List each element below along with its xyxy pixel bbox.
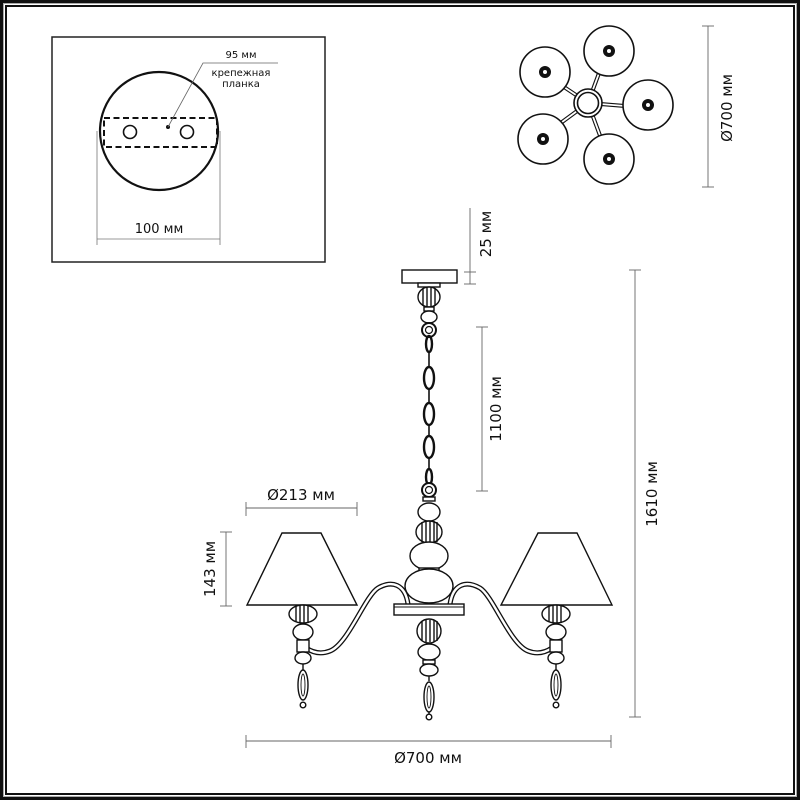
page-frame-gap [3, 3, 797, 797]
top-view-diameter-label: Ø700 мм [718, 74, 736, 142]
bracket-name-line1: крепежная [212, 68, 271, 79]
right-ribbed-cup [541, 604, 571, 624]
left-socket [296, 639, 310, 653]
body-bead-lower [417, 643, 441, 661]
bottom-ring-inner [424, 485, 434, 495]
top-view-dimension: Ø700 мм [702, 25, 736, 188]
right-bead [545, 623, 567, 641]
body-collar-top [422, 496, 436, 502]
canopy [401, 269, 458, 284]
screw-hole-left [122, 124, 138, 140]
page-frame-inner [5, 5, 795, 795]
right-finial [552, 701, 560, 709]
left-ribbed-cup [288, 604, 318, 624]
body-ribbed-bead-top [415, 520, 443, 544]
shade-height-label: 143 мм [201, 541, 219, 597]
overall-width-label: Ø700 мм [394, 749, 462, 767]
top-view-shade-1 [583, 25, 635, 77]
right-socket [549, 639, 563, 653]
top-view-shade-3 [622, 79, 674, 131]
mount-panel-border [51, 36, 326, 263]
base-diameter-label: 100 мм [135, 222, 184, 237]
mounting-bracket-dashed [103, 117, 218, 148]
top-view-shade-4 [517, 113, 569, 165]
shade-height-dim [220, 531, 232, 607]
top-view-hub-inner [576, 91, 600, 115]
mount-plate-panel: 95 мм крепежная планка 100 мм [51, 36, 326, 263]
chain-length-dim [476, 326, 488, 492]
body-bead-1 [417, 502, 441, 522]
bracket-name-line2: планка [222, 79, 260, 90]
body-large-bead-1 [409, 541, 449, 571]
arm-right [447, 581, 554, 656]
overall-width-dim [245, 735, 612, 748]
arm-left [304, 581, 411, 656]
arm-cup-plate [393, 603, 465, 616]
right-lampshade [499, 532, 614, 606]
bracket-size-label: 95 мм [226, 50, 257, 61]
right-bead-lower [547, 651, 565, 665]
canopy-height-dim [464, 208, 476, 285]
side-view [245, 269, 614, 721]
top-ring-inner [424, 325, 434, 335]
top-ribbed-bead [417, 286, 441, 308]
top-view-shade-5 [583, 133, 635, 185]
canopy-height-label: 25 мм [477, 211, 495, 258]
body-bead-small-lower [419, 663, 439, 677]
shade-diameter-label: Ø213 мм [267, 486, 335, 504]
left-finial [299, 701, 307, 709]
left-lamp [245, 532, 359, 709]
chain-length-label: 1100 мм [487, 376, 505, 442]
left-bead-lower [294, 651, 312, 665]
total-height-dim [629, 269, 641, 718]
body-ribbed-bead-bottom [416, 618, 442, 644]
body-finial [425, 713, 433, 721]
chain [422, 334, 436, 487]
left-lampshade [245, 532, 359, 606]
total-height-label: 1610 мм [643, 461, 661, 527]
top-view-shade-2 [519, 46, 571, 98]
screw-hole-right [179, 124, 195, 140]
shade-diameter-dim [245, 502, 358, 516]
body-large-bead-2 [404, 568, 454, 604]
top-view [517, 25, 674, 185]
side-view-dimensions [220, 208, 641, 748]
left-bead [292, 623, 314, 641]
bracket-leader-line [167, 62, 278, 128]
right-lamp [499, 532, 614, 709]
top-bead-small [420, 310, 438, 324]
